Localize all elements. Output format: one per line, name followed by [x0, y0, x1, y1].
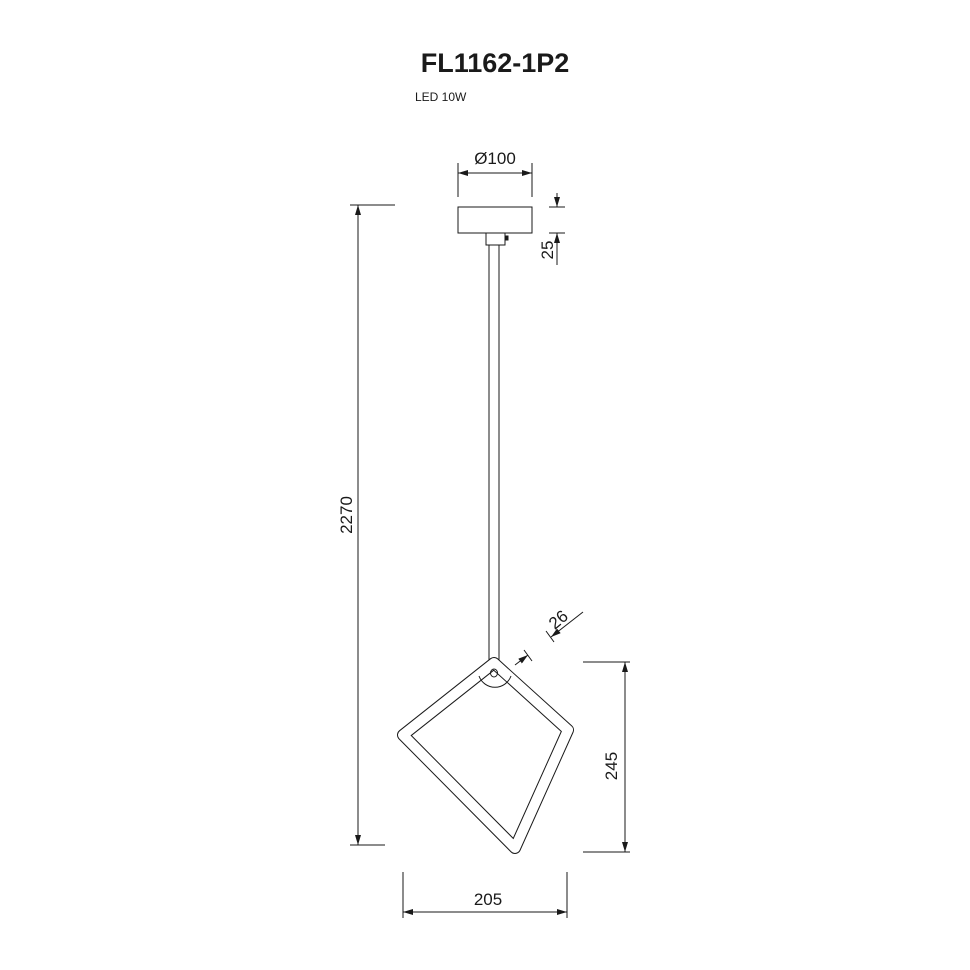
- dim-frame-thickness: [550, 611, 584, 638]
- connector: [485, 232, 506, 246]
- model-title: FL1162-1P2: [421, 48, 570, 78]
- joint-pin: [490, 668, 498, 678]
- power-label: LED 10W: [415, 90, 467, 104]
- suspension-rod: [488, 244, 500, 666]
- label-frame-thickness: 26: [545, 606, 572, 633]
- label-total-height: 2270: [337, 496, 356, 534]
- screw: [504, 235, 509, 241]
- canopy: [457, 206, 533, 234]
- label-frame-height: 245: [602, 752, 621, 780]
- label-canopy-diameter: Ø100: [474, 149, 516, 168]
- label-canopy-height: 25: [538, 241, 557, 260]
- label-frame-width: 205: [474, 890, 502, 909]
- joint-arc: [478, 675, 512, 688]
- frame: [397, 657, 574, 854]
